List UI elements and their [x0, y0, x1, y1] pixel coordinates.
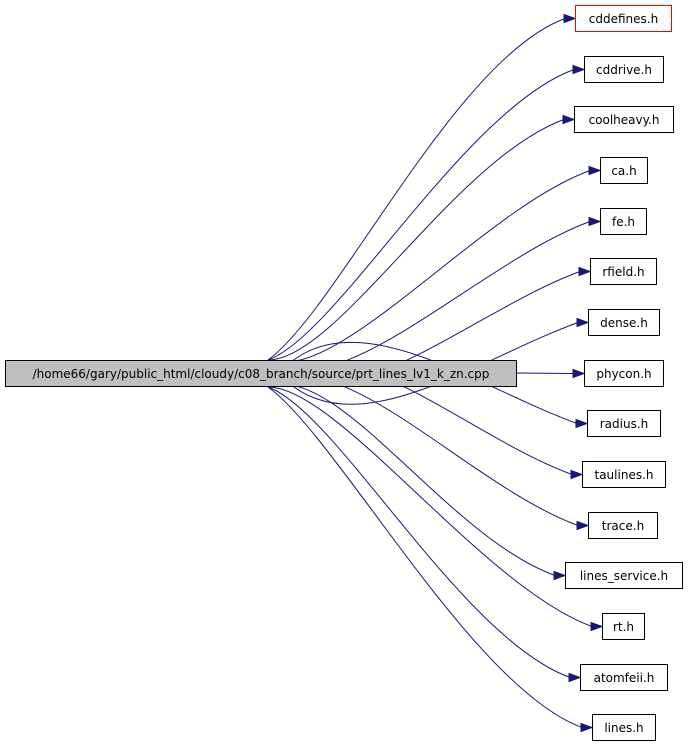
include-edge-arrowhead — [578, 266, 592, 277]
include-node-atomfeii[interactable]: atomfeii.h — [580, 664, 668, 691]
include-edge — [267, 119, 565, 361]
include-node-lines-service[interactable]: lines_service.h — [565, 562, 683, 589]
include-edge — [267, 386, 593, 627]
include-edge-arrowhead — [563, 13, 577, 24]
include-edge-arrowhead — [572, 368, 586, 379]
include-node-radius[interactable]: radius.h — [587, 410, 661, 437]
include-node-trace[interactable]: trace.h — [588, 512, 658, 539]
include-node-cddefines[interactable]: cddefines.h — [575, 5, 672, 32]
include-edge-arrowhead — [575, 418, 589, 429]
include-node-dense[interactable]: dense.h — [588, 309, 660, 336]
include-edge-arrowhead — [588, 216, 602, 227]
include-edge-arrowhead — [572, 64, 586, 75]
include-edge-arrowhead — [570, 469, 584, 480]
include-node-fe[interactable]: fe.h — [600, 208, 647, 235]
include-edge — [267, 386, 571, 678]
include-edge-arrowhead — [568, 672, 582, 683]
include-edge-arrowhead — [576, 317, 590, 328]
include-edge — [267, 170, 591, 363]
include-edge-arrowhead — [576, 520, 590, 531]
include-node-cddrive[interactable]: cddrive.h — [584, 56, 664, 83]
include-node-lines[interactable]: lines.h — [592, 714, 656, 741]
include-edge-arrowhead — [590, 621, 604, 632]
include-edge-arrowhead — [588, 165, 602, 176]
include-node-ca[interactable]: ca.h — [600, 157, 648, 184]
include-edge — [267, 376, 579, 526]
include-edge-arrowhead — [580, 722, 594, 733]
include-edge — [267, 386, 583, 728]
include-node-rt[interactable]: rt.h — [602, 613, 645, 640]
include-edge — [267, 322, 579, 405]
source-file-node[interactable]: /home66/gary/public_html/cloudy/c08_bran… — [5, 360, 517, 387]
include-edge-arrowhead — [562, 114, 576, 125]
include-edge-arrowhead — [553, 570, 567, 581]
include-edge — [516, 372, 575, 374]
include-node-rfield[interactable]: rfield.h — [590, 258, 657, 285]
include-node-phycon[interactable]: phycon.h — [584, 360, 664, 387]
include-node-taulines[interactable]: taulines.h — [582, 461, 666, 488]
include-edge — [267, 69, 575, 361]
include-node-coolheavy[interactable]: coolheavy.h — [574, 106, 674, 133]
include-edge — [267, 18, 566, 361]
include-edge — [267, 341, 578, 424]
include-edge — [267, 384, 556, 576]
